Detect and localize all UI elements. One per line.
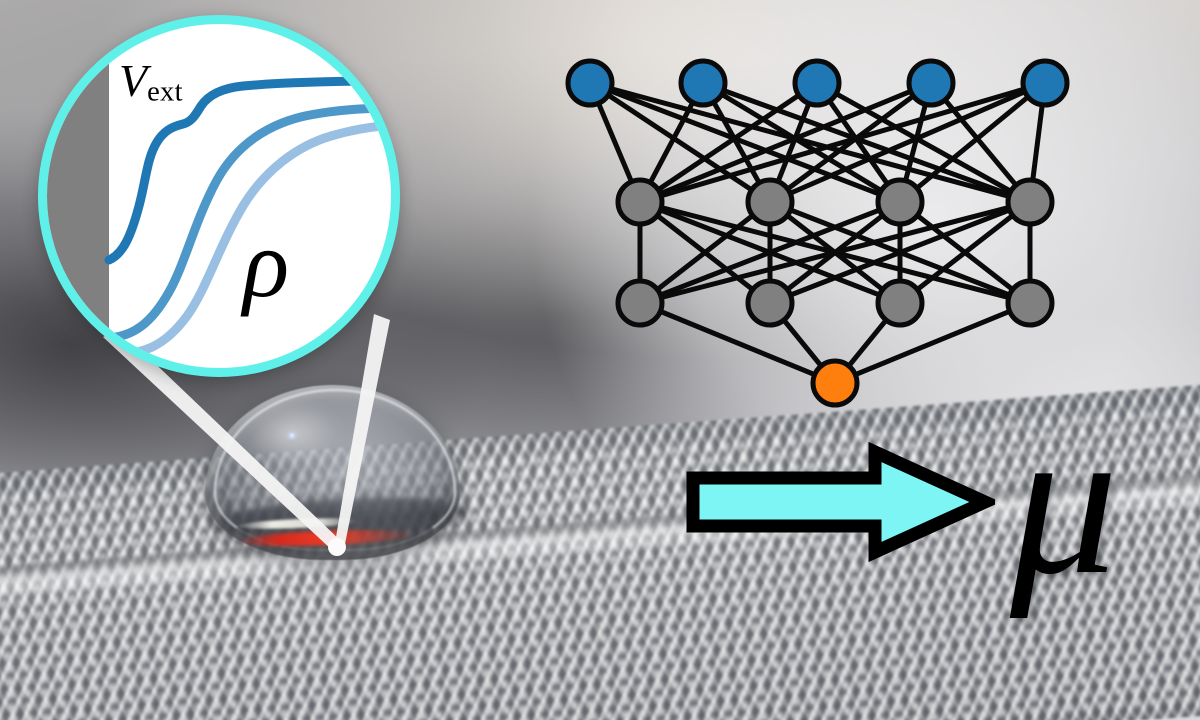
network-edge [589,80,1031,205]
network-edge [702,80,1031,205]
network-node-input-1 [565,58,615,108]
density-label: ρ [243,210,290,317]
curve-rho-strong [104,76,391,265]
network-node-output-1 [810,358,860,408]
network-edge [588,80,772,205]
network-edge [639,80,1046,205]
density-profile-inset: Vext ρ [38,15,400,377]
network-edge [639,80,932,205]
network-node-hidden-1 [615,278,665,328]
network-edge [639,300,836,386]
network-edge [589,80,901,205]
chemical-potential-symbol: μ [1010,380,1118,619]
droplet-specular-highlight [286,431,298,440]
network-edge [639,199,901,306]
curve-rho-medium [104,103,391,343]
leader-line-right [335,314,390,544]
network-edge [815,80,1032,205]
network-node-hidden-4 [1005,278,1055,328]
network-node-hidden-2 [745,278,795,328]
network-edge [834,300,1031,386]
network-edge [639,199,1031,306]
leader-line-left [103,329,342,551]
arrow-shape [686,441,995,563]
magnifier-focus-dot [328,538,346,556]
network-node-hidden-3 [875,177,925,227]
network-edge [898,81,1047,204]
external-potential-subscript: ext [147,76,183,108]
curve-rho-weak [104,120,391,359]
neural-network-diagram [565,58,1070,408]
external-potential-symbol: V [119,55,148,106]
inset-wall-region [47,24,109,368]
network-node-hidden-3 [875,278,925,328]
network-edge [898,200,1032,305]
network-node-input-2 [678,58,728,108]
network-node-hidden-1 [615,177,665,227]
network-edge [769,80,1046,205]
network-node-hidden-2 [745,177,795,227]
external-potential-label: Vext [119,58,183,107]
network-edge [638,200,772,305]
network-node-hidden-4 [1005,177,1055,227]
network-edge [701,80,902,205]
network-node-input-5 [1020,58,1070,108]
network-edge [929,81,1032,204]
implication-arrow [686,441,995,563]
network-edge [769,199,1031,306]
network-edge [638,80,819,205]
network-node-input-4 [906,58,956,108]
network-nodes [565,58,1070,408]
inset-curves-svg [104,76,391,359]
network-node-input-3 [792,58,842,108]
network-edges [587,80,1048,386]
